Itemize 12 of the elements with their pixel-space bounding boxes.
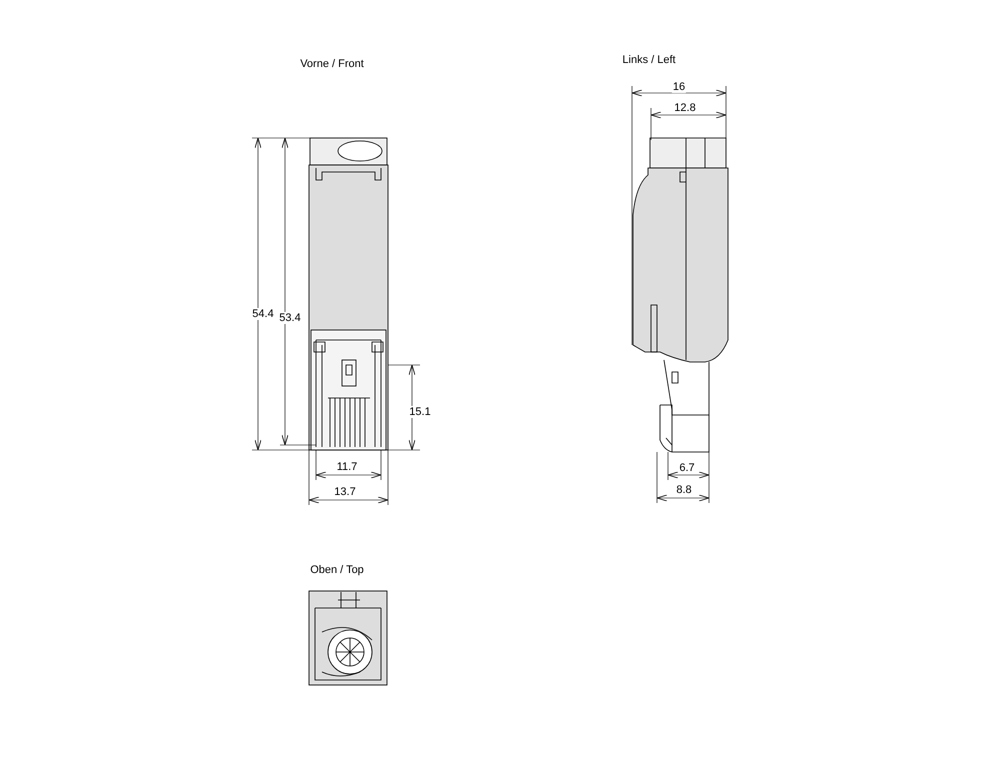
view-title: Links / Left	[622, 54, 676, 66]
dimension-value: 15.1	[408, 406, 432, 418]
dimension-value: 11.7	[336, 461, 358, 473]
view-title: Oben / Top	[310, 564, 364, 576]
dimension-value: 12.8	[673, 102, 697, 114]
dimension-value: 13.7	[333, 486, 357, 498]
dimension-value: 8.8	[675, 484, 693, 496]
dimension-value: 54.4	[251, 308, 275, 320]
view-title: Vorne / Front	[300, 58, 364, 70]
dimension-value: 16	[672, 81, 686, 93]
dimension-value: 6.7	[678, 462, 696, 474]
dimension-value: 53.4	[278, 312, 302, 324]
